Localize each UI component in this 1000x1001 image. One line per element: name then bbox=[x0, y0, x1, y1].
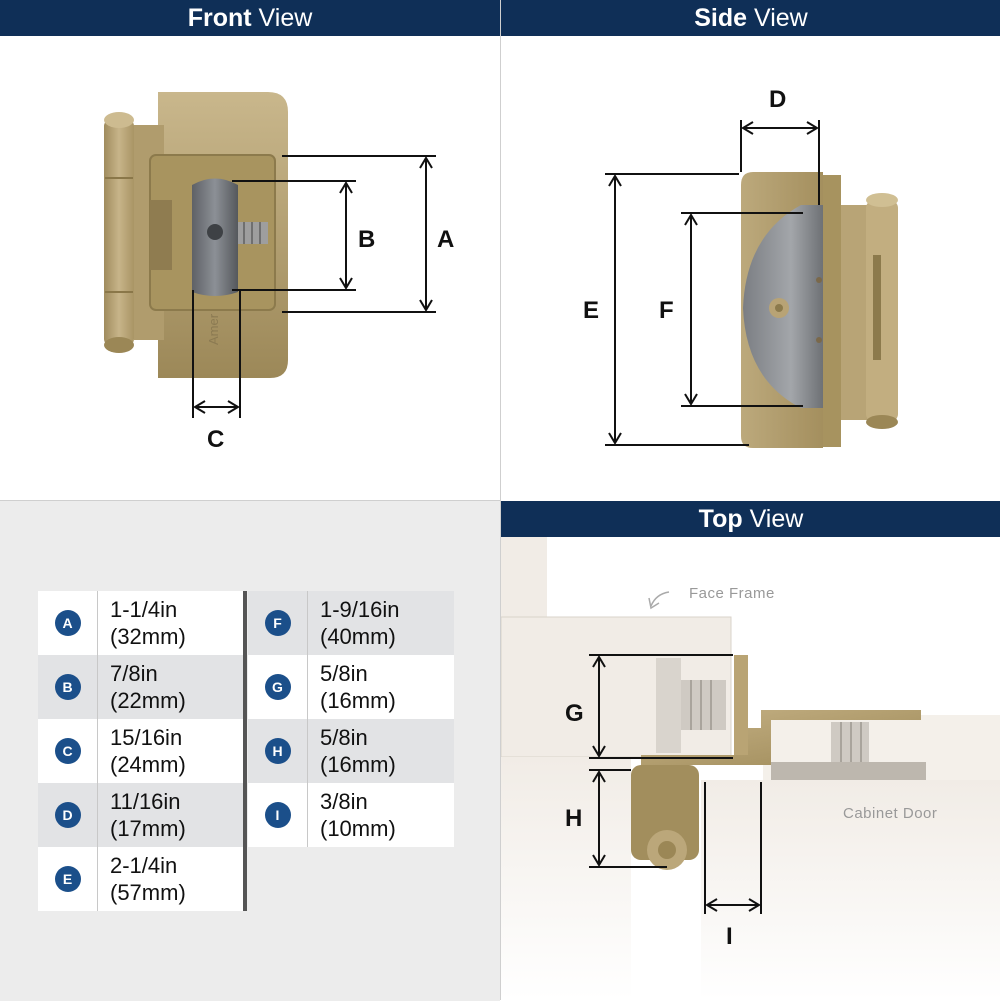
dim-label-b: B bbox=[358, 226, 375, 253]
dim-inch: 15/16in bbox=[110, 725, 183, 750]
dim-mm: (22mm) bbox=[110, 688, 186, 713]
dimension-row-f: F 1-9/16in(40mm) bbox=[248, 591, 454, 655]
top-title-rest: View bbox=[742, 505, 804, 533]
badge-letter: A bbox=[54, 610, 81, 636]
dim-inch: 1-9/16in bbox=[320, 597, 400, 622]
dimensions-column-left: A 1-1/4in(32mm) B 7/8in(22mm) C 15/16in(… bbox=[38, 591, 244, 911]
top-dimension-lines bbox=[589, 654, 762, 914]
cam-adjuster bbox=[192, 178, 268, 296]
dimensions-column-right: F 1-9/16in(40mm) G 5/8in(16mm) H 5/8in(1… bbox=[248, 591, 454, 847]
dim-label-h: H bbox=[565, 805, 582, 832]
dimension-row-e: E 2-1/4in(57mm) bbox=[38, 847, 244, 911]
badge-h: H bbox=[248, 719, 308, 783]
side-title-bold: Side bbox=[694, 4, 748, 32]
face-frame-label: Face Frame bbox=[689, 585, 775, 602]
badge-a: A bbox=[38, 591, 98, 655]
dimension-row-b: B 7/8in(22mm) bbox=[38, 655, 244, 719]
dimension-row-g: G 5/8in(16mm) bbox=[248, 655, 454, 719]
front-view-drawing: Amer A B C bbox=[104, 92, 454, 453]
badge-letter: E bbox=[54, 866, 81, 892]
dim-mm: (16mm) bbox=[320, 752, 396, 777]
side-title-rest: View bbox=[747, 4, 808, 32]
badge-letter: F bbox=[264, 610, 291, 636]
hinge-stamp-text: Amer bbox=[206, 313, 221, 345]
hinge-knuckle bbox=[104, 112, 134, 353]
dimension-row-h: H 5/8in(16mm) bbox=[248, 719, 454, 783]
front-view-banner: Front View bbox=[0, 0, 500, 36]
dimension-row-c: C 15/16in(24mm) bbox=[38, 719, 244, 783]
badge-letter: G bbox=[264, 674, 291, 700]
badge-letter: D bbox=[54, 802, 81, 828]
top-title-bold: Top bbox=[698, 505, 743, 533]
badge-d: D bbox=[38, 783, 98, 847]
dimensions-table-panel: A 1-1/4in(32mm) B 7/8in(22mm) C 15/16in(… bbox=[0, 500, 500, 1001]
front-dimension-lines bbox=[192, 155, 436, 418]
badge-f: F bbox=[248, 591, 308, 655]
side-dimension-lines bbox=[605, 120, 820, 446]
face-frame-callout-arrow bbox=[650, 591, 670, 607]
dim-inch: 5/8in bbox=[320, 661, 368, 686]
dim-inch: 7/8in bbox=[110, 661, 158, 686]
dim-label-c: C bbox=[207, 426, 224, 453]
side-view-panel: Side View bbox=[500, 0, 1000, 500]
dim-label-e: E bbox=[583, 297, 599, 324]
dim-inch: 1-1/4in bbox=[110, 597, 178, 622]
dim-mm: (40mm) bbox=[320, 624, 396, 649]
dim-mm: (32mm) bbox=[110, 624, 186, 649]
dim-label-a: A bbox=[437, 226, 454, 253]
dim-inch: 5/8in bbox=[320, 725, 368, 750]
badge-e: E bbox=[38, 847, 98, 911]
dim-inch: 11/16in bbox=[110, 789, 181, 814]
badge-g: G bbox=[248, 655, 308, 719]
dimension-row-i: I 3/8in(10mm) bbox=[248, 783, 454, 847]
dimension-row-a: A 1-1/4in(32mm) bbox=[38, 591, 244, 655]
top-view-drawing: Face Frame Cabinet Door G H I bbox=[501, 537, 1000, 1000]
dimension-row-d: D 11/16in(17mm) bbox=[38, 783, 244, 847]
badge-b: B bbox=[38, 655, 98, 719]
front-title-rest: View bbox=[251, 4, 313, 32]
table-divider bbox=[243, 591, 247, 911]
badge-c: C bbox=[38, 719, 98, 783]
dim-mm: (10mm) bbox=[320, 816, 396, 841]
cabinet-door-label: Cabinet Door bbox=[843, 805, 937, 822]
dim-label-f: F bbox=[659, 297, 674, 324]
face-frame bbox=[501, 537, 732, 1000]
top-hinge bbox=[631, 655, 926, 870]
top-view-panel: Top View bbox=[500, 500, 1000, 1000]
badge-i: I bbox=[248, 783, 308, 847]
front-title-bold: Front bbox=[187, 4, 252, 32]
callout-arrowhead-icon bbox=[648, 597, 660, 610]
dim-mm: (57mm) bbox=[110, 880, 186, 905]
badge-letter: H bbox=[264, 738, 291, 764]
dim-label-g: G bbox=[565, 700, 584, 727]
top-view-banner: Top View bbox=[501, 501, 1000, 537]
badge-letter: I bbox=[264, 802, 291, 828]
dim-mm: (17mm) bbox=[110, 816, 186, 841]
dim-inch: 2-1/4in bbox=[110, 853, 178, 878]
side-view-banner: Side View bbox=[501, 0, 1000, 36]
dim-label-d: D bbox=[769, 86, 786, 113]
dim-mm: (24mm) bbox=[110, 752, 186, 777]
front-view-panel: Front View bbox=[0, 0, 500, 500]
dim-label-i: I bbox=[726, 923, 733, 950]
badge-letter: B bbox=[54, 674, 81, 700]
dim-mm: (16mm) bbox=[320, 688, 396, 713]
badge-letter: C bbox=[54, 738, 81, 764]
side-cam-plate bbox=[743, 205, 823, 408]
dim-inch: 3/8in bbox=[320, 789, 368, 814]
side-view-drawing: D E F bbox=[583, 86, 898, 448]
